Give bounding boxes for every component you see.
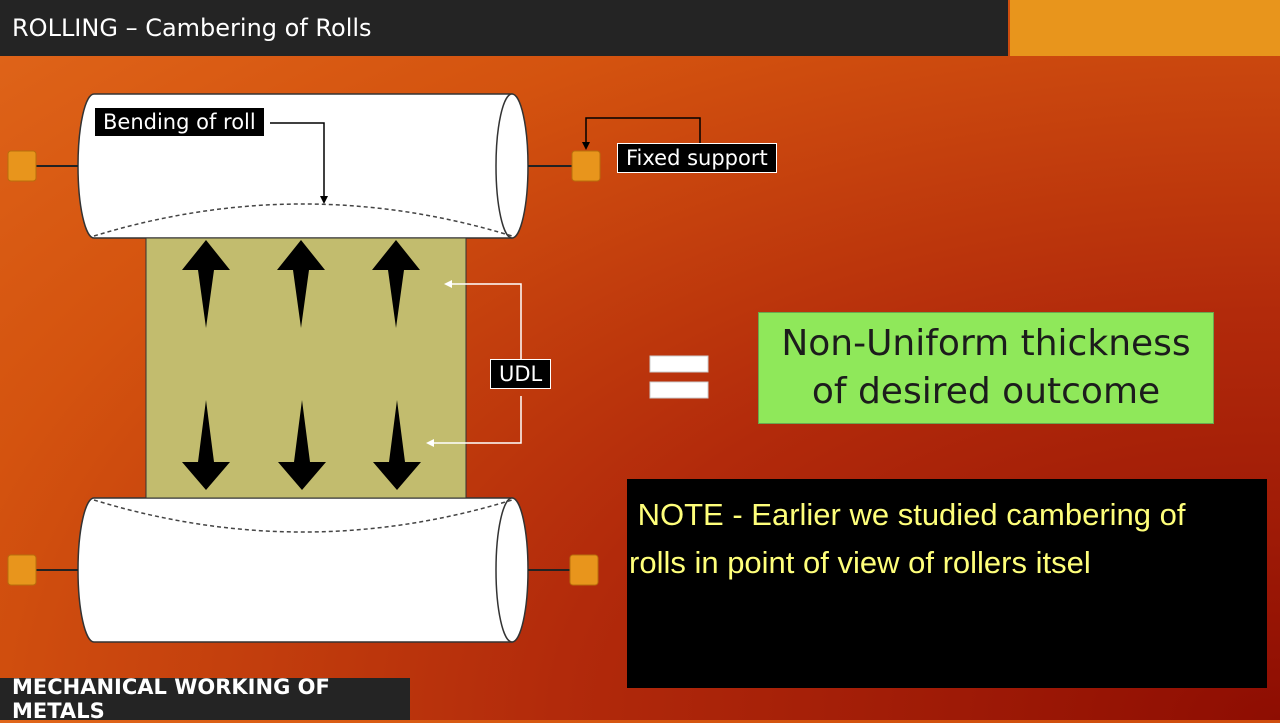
udl-leader-top (450, 283, 522, 360)
udl-leader-top-head (444, 280, 452, 288)
down-arrow-2 (278, 400, 326, 490)
fixed-support-bottom-left (7, 554, 37, 586)
bending-of-roll-label: Bending of roll (94, 107, 265, 137)
course-footer: MECHANICAL WORKING OF METALS (0, 675, 410, 723)
slide-title: ROLLING – Cambering of Rolls (0, 0, 1008, 56)
equals-sign (649, 355, 709, 399)
accent-bar (1010, 0, 1280, 56)
bending-leader-head (320, 196, 328, 204)
bottom-roll (77, 497, 529, 643)
up-arrow-2 (277, 240, 325, 328)
fixed-support-top-right (571, 150, 601, 182)
note-caption: NOTE - Earlier we studied cambering of r… (627, 479, 1267, 688)
result-box: Non-Uniform thickness of desired outcome (758, 312, 1214, 424)
udl-label: UDL (490, 359, 552, 389)
result-line-1: Non-Uniform thickness (781, 323, 1191, 364)
bending-leader (270, 122, 325, 198)
up-arrow-1 (182, 240, 230, 328)
down-arrow-1 (182, 400, 230, 490)
fixed-support-top-left (7, 150, 37, 182)
udl-leader-bottom (432, 396, 522, 444)
up-arrow-3 (372, 240, 420, 328)
udl-leader-bottom-head (426, 439, 434, 447)
note-line-2: rolls in point of view of rollers itsel (629, 545, 1091, 580)
note-line-1: NOTE - Earlier we studied cambering of (629, 497, 1186, 532)
result-line-2: of desired outcome (811, 371, 1161, 412)
top-roll-bend-line (93, 203, 513, 237)
bottom-roll-bend-line (93, 499, 513, 533)
support-leader-head (582, 142, 590, 150)
fixed-support-bottom-right (569, 554, 599, 586)
support-leader (585, 117, 701, 144)
down-arrow-3 (373, 400, 421, 490)
fixed-support-label: Fixed support (617, 143, 777, 173)
